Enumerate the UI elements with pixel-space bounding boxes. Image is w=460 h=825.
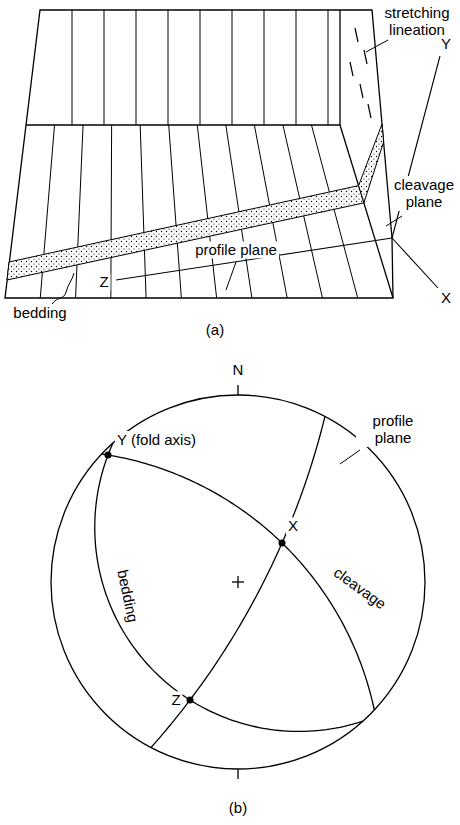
block-edge bbox=[340, 125, 393, 298]
cleavage-trace bbox=[168, 10, 169, 125]
block-diagram bbox=[5, 10, 440, 304]
block-edge bbox=[339, 10, 340, 125]
plane-label: bedding bbox=[114, 566, 143, 626]
panel-label: (b) bbox=[229, 799, 247, 816]
axis-label: X bbox=[441, 289, 451, 306]
profile-great-circle bbox=[151, 416, 325, 747]
axis-point bbox=[279, 540, 286, 547]
axis-label: X bbox=[286, 517, 300, 534]
feature-label: stretching lineation bbox=[378, 4, 456, 39]
cleavage-great-circle bbox=[102, 454, 375, 710]
north-tick bbox=[237, 385, 238, 395]
great-circles bbox=[95, 416, 375, 747]
cleavage-trace bbox=[328, 10, 329, 125]
south-tick bbox=[237, 769, 238, 779]
panel-label: (a) bbox=[206, 321, 224, 338]
cleavage-trace bbox=[104, 10, 105, 125]
north-label: N bbox=[233, 361, 244, 378]
feature-label: profile plane bbox=[193, 241, 279, 258]
cleavage-trace bbox=[72, 10, 73, 125]
cleavage-trace bbox=[264, 10, 265, 125]
cleavage-trace bbox=[296, 10, 297, 125]
bedding-layer bbox=[7, 186, 364, 280]
axis-label: Z bbox=[169, 691, 182, 708]
leader-lines bbox=[52, 40, 402, 304]
strain-axes bbox=[116, 56, 440, 288]
centre-cross bbox=[237, 576, 238, 588]
axis-label: Y bbox=[441, 35, 451, 52]
cleavage-trace bbox=[140, 125, 146, 298]
cleavage-trace bbox=[200, 10, 201, 125]
axis-label: Y (fold axis) bbox=[115, 431, 198, 448]
bedding-layer bbox=[359, 124, 384, 203]
axis-points bbox=[105, 452, 286, 704]
axis-point bbox=[105, 452, 112, 459]
feature-label: bedding bbox=[13, 304, 66, 321]
block-outline bbox=[5, 10, 393, 298]
leader-line bbox=[340, 450, 360, 464]
cleavage-trace bbox=[136, 10, 137, 125]
plane-label: cleavage bbox=[329, 562, 391, 614]
feature-label: cleavage plane bbox=[392, 176, 456, 211]
stretching-lineation bbox=[350, 28, 371, 118]
block-edge bbox=[26, 124, 340, 125]
axis-point bbox=[187, 697, 194, 704]
bedding-great-circle bbox=[95, 443, 363, 732]
axis-label: Z bbox=[97, 273, 110, 290]
cleavage-trace bbox=[110, 125, 112, 298]
plane-label: profile plane bbox=[356, 412, 430, 447]
cleavage-trace bbox=[232, 10, 233, 125]
primitive-circle bbox=[51, 395, 425, 769]
cleavage-trace bbox=[197, 125, 216, 298]
cleavage-trace bbox=[76, 125, 84, 298]
